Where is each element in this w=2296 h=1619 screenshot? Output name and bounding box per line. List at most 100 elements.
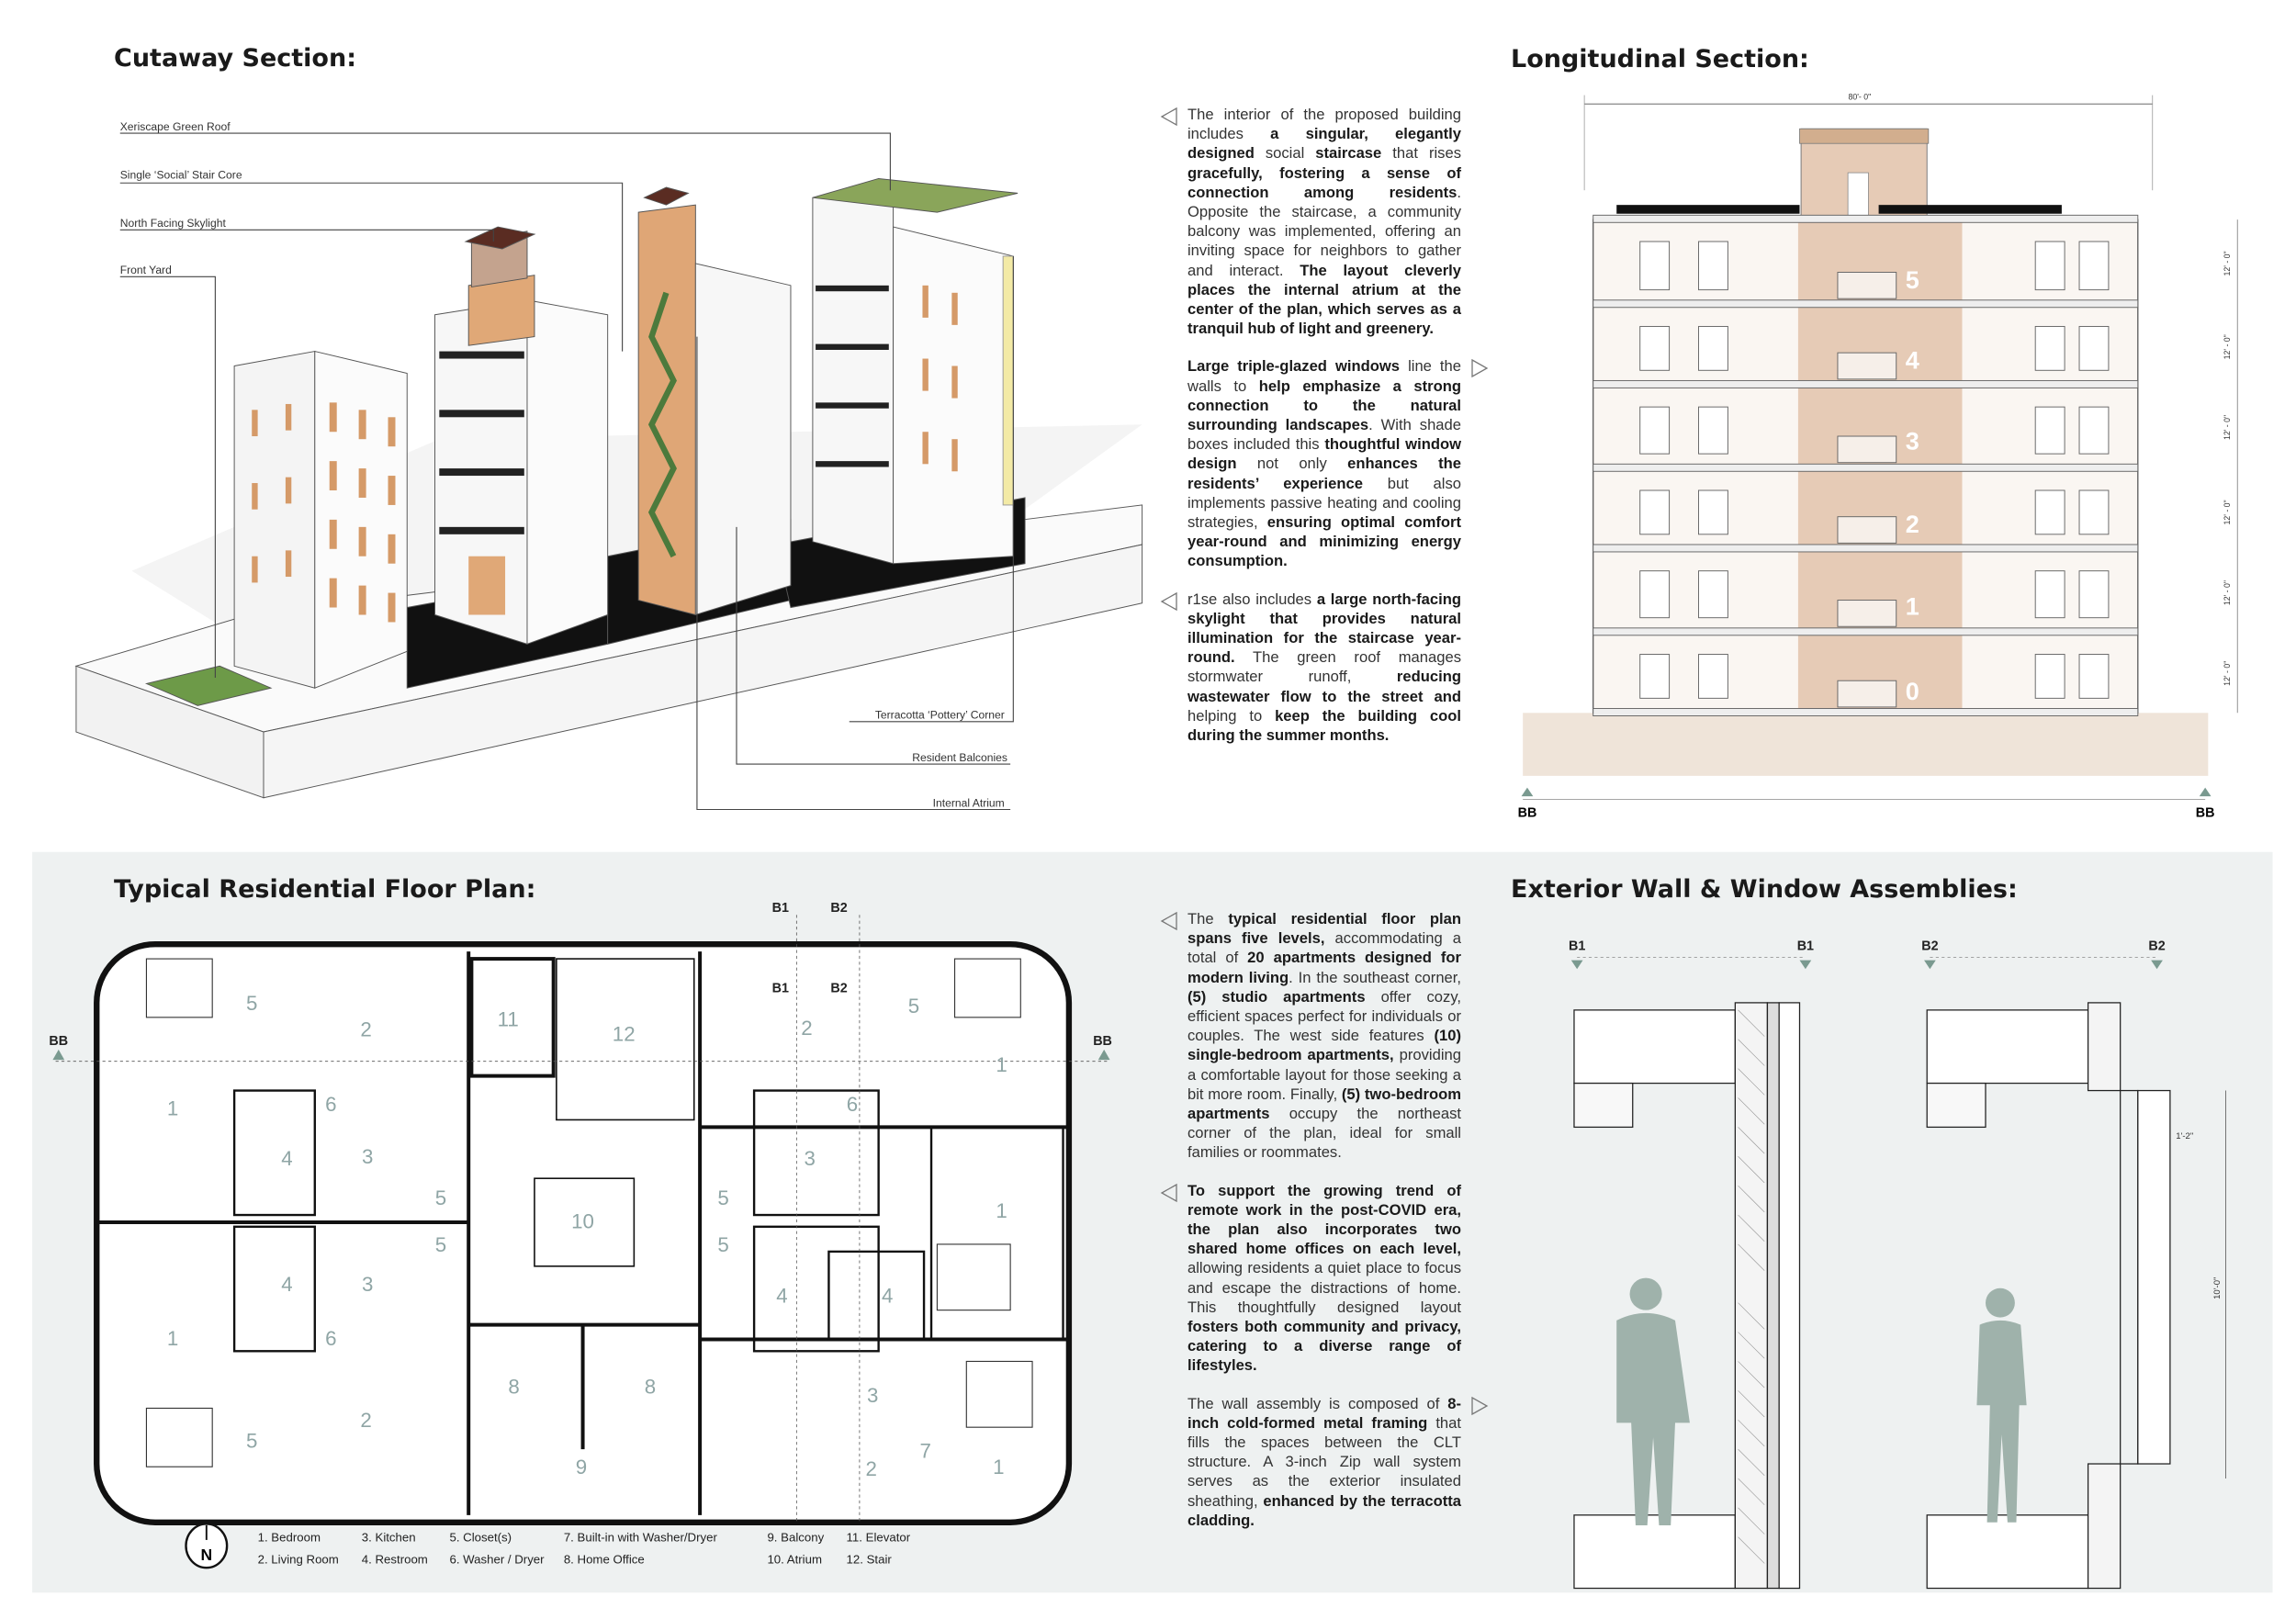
paragraph-text: line the walls to (1187, 357, 1462, 395)
room-number: 2 (865, 1457, 876, 1480)
tower-1-shades (252, 402, 396, 623)
paragraph-arrow-icon (1160, 107, 1177, 127)
window (1639, 241, 1671, 291)
green-roof (812, 177, 1019, 213)
paragraph-bold-text: ensuring optimal comfort year-round and … (1187, 513, 1461, 570)
paragraph-text: The wall assembly is composed of (1187, 1394, 1448, 1412)
paragraph-bold-text: staircase (1315, 144, 1382, 163)
legend-item: 7. Built-in with Washer/Dryer (564, 1531, 718, 1545)
legend-item: 4. Restroom (362, 1552, 428, 1566)
room-number: 6 (325, 1093, 336, 1116)
window (2078, 241, 2110, 291)
paragraph-bold-text: enhances the residents’ experience (1187, 455, 1461, 492)
floor-number: 0 (1906, 677, 1919, 705)
front-yard-lawn (144, 665, 273, 706)
paragraph-bold-text: (10) single-bedroom apartments, (1187, 1027, 1461, 1064)
paragraph-text: helping to (1187, 706, 1276, 725)
cutaway-drawing (74, 177, 1143, 799)
room-number: 6 (325, 1327, 336, 1350)
legend-item: 9. Balcony (767, 1531, 824, 1545)
room-number: 5 (717, 1233, 728, 1256)
room-number: 3 (362, 1145, 373, 1168)
window (1639, 489, 1671, 535)
room-number: 10 (571, 1209, 594, 1232)
window (1698, 570, 1728, 619)
text-column-top: The interior of the proposed building in… (1160, 105, 1489, 746)
paragraph-text: but also implements passive heating and … (1187, 474, 1461, 532)
section-cut-bb-right: BB (2196, 805, 2215, 820)
paragraph-bold-text: (5) studio apartments (1187, 987, 1366, 1006)
room-number: 8 (645, 1376, 656, 1399)
window (1698, 654, 1728, 699)
room-number: 6 (847, 1093, 858, 1116)
paragraph-text: . With shade boxes included this (1187, 416, 1461, 454)
room-number: 5 (246, 992, 257, 1015)
paragraph-skylight: r1se also includes a large north-facing … (1160, 590, 1461, 746)
balcony (1837, 435, 1897, 464)
paragraph-arrow-icon (1160, 911, 1177, 931)
title-cutaway-section: Cutaway Section: (114, 44, 356, 73)
floor-number: 4 (1906, 346, 1919, 375)
tower-4 (812, 182, 895, 565)
room-number: 7 (919, 1440, 930, 1463)
window (1639, 654, 1671, 699)
floor-slab (1593, 214, 2139, 223)
legend-item: 6. Washer / Dryer (449, 1552, 545, 1566)
legend-item: 3. Kitchen (362, 1531, 416, 1545)
wall-assemblies: B1 B1 B2 B2 (1569, 939, 2226, 1590)
paragraph-text: The green roof manages stormwater runoff… (1187, 648, 1461, 686)
legend-item: 11. Elevator (847, 1531, 911, 1545)
room-number: 12 (613, 1022, 636, 1045)
paragraph-bold-text: fosters both community and privacy, cate… (1187, 1318, 1461, 1375)
paragraph-bold-text: a large north-facing skylight that provi… (1187, 590, 1461, 667)
tower-3-stair-core (637, 204, 696, 616)
floor-slab (1593, 627, 2139, 636)
paragraph-bold-text: 20 apartments designed for modern living (1187, 949, 1461, 986)
paragraph-text: not only (1236, 455, 1348, 473)
room-number: 3 (804, 1147, 815, 1170)
paragraph-text: . Opposite the staircase, a community ba… (1187, 183, 1461, 279)
tower-1 (233, 350, 316, 689)
wall-b2-right: B2 (2148, 939, 2165, 954)
plan-cut-b2-top: B2 (830, 901, 847, 916)
room-number: 4 (281, 1147, 292, 1170)
floor-height-dimension: 12' - 0" (2223, 334, 2232, 359)
room-number: 1 (993, 1456, 1004, 1478)
room-number: 11 (498, 1007, 519, 1030)
room-number: 2 (801, 1017, 812, 1040)
window (2078, 570, 2110, 619)
window (2078, 325, 2110, 371)
text-column-bottom: The typical residential floor plan spans… (1160, 909, 1489, 1530)
room-number: 5 (908, 995, 919, 1017)
paragraph-bold-text: enhanced by the terracotta cladding. (1187, 1491, 1462, 1529)
room-number: 3 (867, 1384, 878, 1407)
floor-slab (1593, 463, 2139, 472)
room-number: 1 (996, 1053, 1007, 1076)
window (1639, 325, 1671, 371)
paragraph-text: offer cozy, efficient spaces perfect for… (1187, 987, 1461, 1045)
window (1698, 406, 1728, 455)
window (2034, 241, 2065, 291)
room-number: 4 (281, 1273, 292, 1296)
floor-slab (1593, 708, 2139, 716)
person-figure-male (1616, 1277, 1690, 1525)
plan-cut-bb-left: BB (49, 1034, 68, 1049)
floor-slab (1593, 544, 2139, 553)
balcony (1837, 680, 1897, 708)
legend-item: 8. Home Office (564, 1552, 645, 1566)
paragraph-bold-text: (5) two-bedroom apartments (1187, 1085, 1461, 1123)
floor-number: 5 (1906, 265, 1919, 294)
floor-height-dimension: 12' - 0" (2223, 415, 2232, 440)
paragraph-bold-text: Large triple-glazed windows (1187, 357, 1401, 376)
window (2034, 489, 2065, 535)
legend-item: 10. Atrium (767, 1552, 822, 1566)
floor-number: 3 (1906, 426, 1919, 455)
room-number: 1 (996, 1199, 1007, 1222)
label-green-roof: Xeriscape Green Roof (120, 120, 231, 133)
legend-item: 1. Bedroom (258, 1531, 321, 1545)
window (2078, 654, 2110, 699)
room-number: 5 (435, 1233, 446, 1256)
room-number: 3 (362, 1273, 373, 1296)
balcony (1837, 352, 1897, 380)
